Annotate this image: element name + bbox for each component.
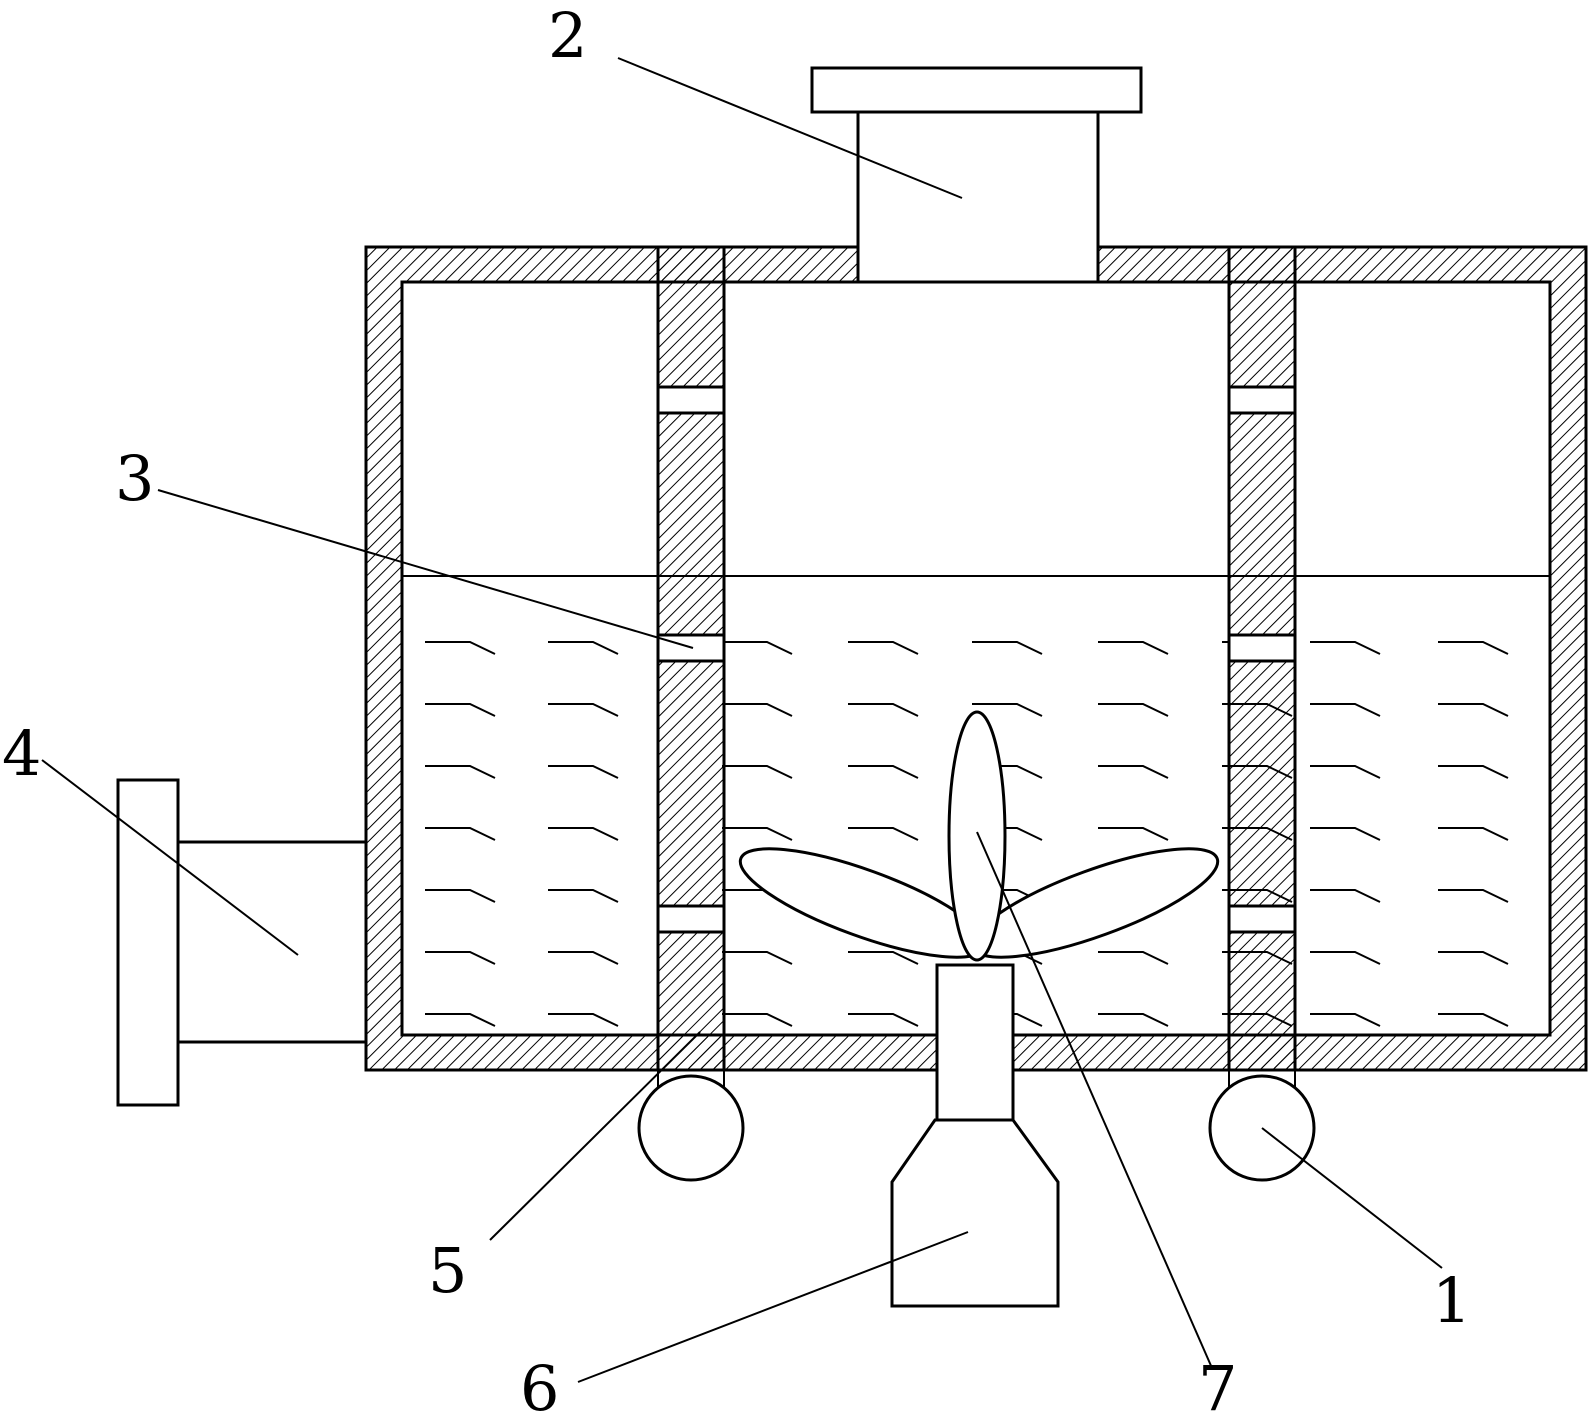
roller-right — [1208, 1070, 1316, 1182]
partition-wall-left — [656, 245, 726, 1072]
liquid-mark — [1310, 889, 1381, 903]
liquid-mark — [848, 827, 919, 841]
liquid-mark — [425, 641, 496, 655]
callout-1: 1 — [1432, 1264, 1471, 1337]
liquid-mark — [1438, 641, 1509, 655]
liquid-mark — [1310, 641, 1381, 655]
tank-body — [364, 245, 1588, 1072]
liquid-mark — [1098, 703, 1169, 717]
liquid-mark — [425, 889, 496, 903]
partition-hole — [656, 633, 726, 663]
liquid-mark — [1098, 641, 1169, 655]
liquid-mark — [548, 951, 619, 965]
liquid-mark — [722, 951, 793, 965]
roller-left — [637, 1070, 745, 1182]
liquid-mark — [848, 951, 919, 965]
liquid-mark — [1438, 1013, 1509, 1027]
liquid-mark — [548, 827, 619, 841]
partition-wall-right — [1227, 245, 1297, 1072]
liquid-mark — [1098, 1013, 1169, 1027]
liquid-mark — [548, 765, 619, 779]
liquid-mark — [1310, 827, 1381, 841]
liquid-mark — [972, 641, 1043, 655]
liquid-mark — [848, 703, 919, 717]
liquid-mark — [1438, 703, 1509, 717]
liquid-mark — [425, 703, 496, 717]
callout-5: 5 — [428, 1234, 467, 1307]
liquid-mark — [425, 765, 496, 779]
liquid-mark — [1438, 889, 1509, 903]
liquid-mark — [1310, 951, 1381, 965]
liquid-mark — [848, 1013, 919, 1027]
liquid-mark — [722, 641, 793, 655]
liquid-mark — [1438, 827, 1509, 841]
top-inlet-pipe — [810, 66, 1143, 284]
liquid-mark — [722, 765, 793, 779]
liquid-mark — [425, 1013, 496, 1027]
liquid-mark — [1310, 703, 1381, 717]
liquid-mark — [548, 1013, 619, 1027]
liquid-mark — [848, 765, 919, 779]
liquid-mark — [548, 641, 619, 655]
liquid-mark — [1098, 951, 1169, 965]
liquid-mark — [722, 703, 793, 717]
liquid-mark — [722, 1013, 793, 1027]
partition-hole — [1227, 904, 1297, 934]
liquid-mark — [722, 827, 793, 841]
liquid-mark — [1310, 765, 1381, 779]
partition-hole — [656, 385, 726, 415]
liquid-mark — [1098, 827, 1169, 841]
liquid-mark — [1438, 951, 1509, 965]
callout-2: 2 — [548, 0, 587, 72]
liquid-mark — [548, 703, 619, 717]
stirring-impeller — [738, 710, 1220, 962]
liquid-mark — [425, 827, 496, 841]
callout-3: 3 — [115, 442, 154, 515]
liquid-mark — [425, 951, 496, 965]
liquid-mark — [1098, 765, 1169, 779]
liquid-mark — [848, 641, 919, 655]
partition-hole — [656, 904, 726, 934]
liquid-mark — [548, 889, 619, 903]
callout-6: 6 — [520, 1352, 559, 1416]
partition-hole — [1227, 385, 1297, 415]
callout-7: 7 — [1198, 1352, 1237, 1416]
leader-lines — [41, 57, 1443, 1383]
partition-hole — [1227, 633, 1297, 663]
motor — [890, 963, 1060, 1308]
liquid-mark — [972, 703, 1043, 717]
liquid-mark — [1438, 765, 1509, 779]
liquid-mark — [1310, 1013, 1381, 1027]
side-outlet-pipe — [116, 778, 368, 1107]
callout-4: 4 — [2, 717, 41, 790]
